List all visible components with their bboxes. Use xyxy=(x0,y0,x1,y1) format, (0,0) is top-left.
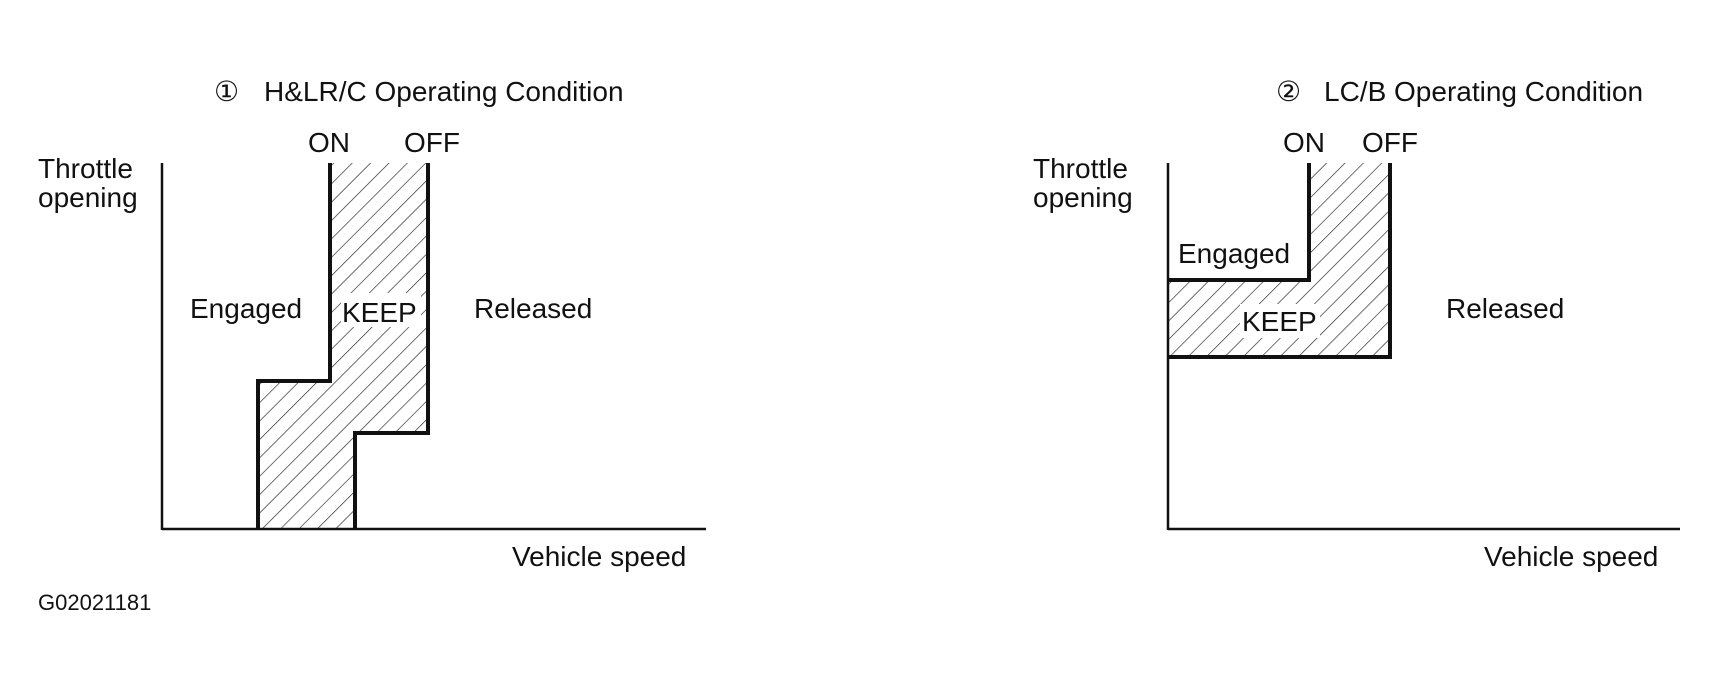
diagram-2-keep-label-bg xyxy=(1240,304,1320,338)
diagram-2-x-axis-label: Vehicle speed xyxy=(1484,541,1658,572)
diagram-1-keep-region xyxy=(258,163,428,528)
diagram-1-on-boundary xyxy=(256,163,332,528)
diagram-1-keep-label: KEEP xyxy=(342,297,417,328)
diagram-1-on-label: ON xyxy=(308,127,350,158)
diagram-1-marker: ① xyxy=(214,76,239,107)
diagram-2-on-boundary xyxy=(1168,163,1311,282)
diagram-2-title: LC/B Operating Condition xyxy=(1324,76,1643,107)
diagram-2-on-label: ON xyxy=(1283,127,1325,158)
diagram-2-engaged-label: Engaged xyxy=(1178,238,1290,269)
diagram-1-off-boundary xyxy=(353,163,430,528)
diagram-1-keep-label-bg xyxy=(341,293,421,327)
diagram-2-engaged-label-bg xyxy=(1176,236,1304,270)
diagram-2-keep-region xyxy=(1168,163,1390,357)
diagram-1-released-label: Released xyxy=(474,293,592,324)
diagram-1-title: H&LR/C Operating Condition xyxy=(264,76,624,107)
diagram-2-keep-label: KEEP xyxy=(1242,306,1317,337)
diagram-1-off-label: OFF xyxy=(404,127,460,158)
diagram-2-off-label: OFF xyxy=(1362,127,1418,158)
diagram-2-marker: ② xyxy=(1276,76,1301,107)
diagram-lcb: ② LC/B Operating Condition Throttle open… xyxy=(1033,76,1680,572)
diagram-2-y-axis-label-line2: opening xyxy=(1033,182,1133,213)
diagram-1-y-axis-label-line2: opening xyxy=(38,182,138,213)
diagram-2-y-axis-label-line1: Throttle xyxy=(1033,153,1128,184)
figure-code: G02021181 xyxy=(38,590,151,615)
diagram-1-engaged-label: Engaged xyxy=(190,293,302,324)
diagram-1-x-axis-label: Vehicle speed xyxy=(512,541,686,572)
diagram-1-y-axis-label-line1: Throttle xyxy=(38,153,133,184)
diagram-hlrc: ① H&LR/C Operating Condition Throttle op… xyxy=(38,76,706,572)
diagram-2-released-label: Released xyxy=(1446,293,1564,324)
diagram-2-off-boundary xyxy=(1168,163,1392,359)
